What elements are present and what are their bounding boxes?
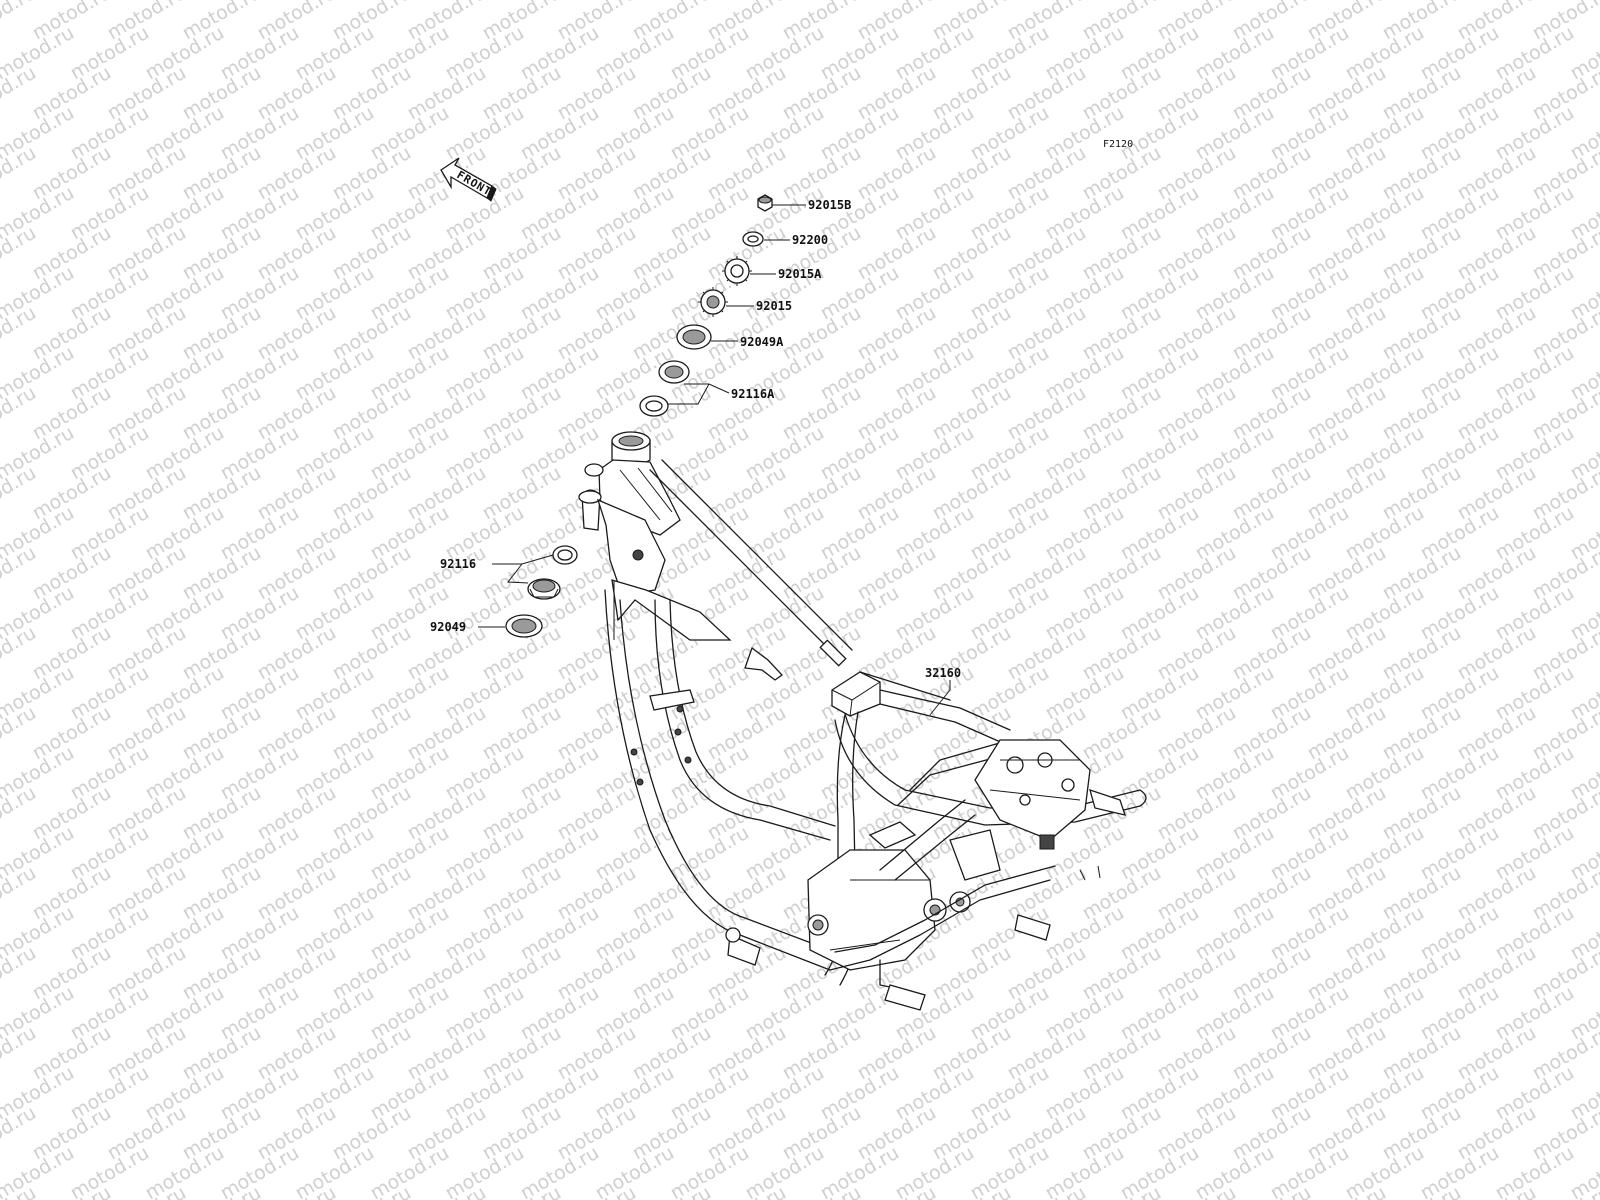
bearing-92116-upper [552,545,578,565]
seal-92049 [505,614,543,638]
bearing-92116A-lower [639,395,669,417]
callout-92116: 92116 [440,557,476,571]
bearing-92116A-upper [658,360,690,384]
bearing-92116-lower [527,578,561,600]
frame-32160 [578,431,1147,1011]
stem-nut-92015B [757,194,773,212]
callout-92049A: 92049A [740,335,784,349]
callout-92116A: 92116A [731,387,775,401]
seal-92049A [676,324,712,350]
callout-92015B: 92015B [808,198,851,212]
figure-code: F2120 [1103,139,1133,150]
callout-32160: 32160 [925,666,961,680]
callout-92015: 92015 [756,299,792,313]
front-label: FRONT [455,168,495,198]
locknut-92015 [698,287,728,317]
callout-92015A: 92015A [778,267,822,281]
callout-92200: 92200 [792,233,828,247]
locknut-92015A [722,256,752,286]
callout-92049: 92049 [430,620,466,634]
